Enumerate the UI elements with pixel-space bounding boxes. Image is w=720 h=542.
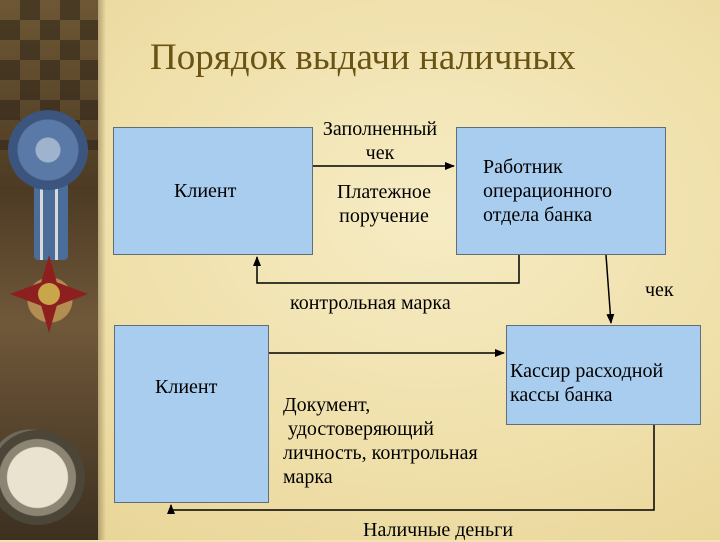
bank-employee-box: Работник операционного отдела банка	[456, 127, 666, 255]
id-document-label: Документ, удостоверяющий личность, контр…	[283, 394, 478, 488]
cash-label: Наличные деньги	[363, 519, 514, 541]
client-box-top: Клиент	[113, 127, 313, 255]
cashier-box: Кассир расходной кассы банка	[506, 325, 701, 425]
client-box-top-label: Клиент	[174, 180, 237, 202]
panel-shadow	[98, 0, 106, 540]
cashier-box-label: Кассир расходной кассы банка	[510, 360, 664, 406]
arrow-cashier-to-client	[167, 425, 655, 514]
bank-employee-box-label: Работник операционного отдела банка	[483, 156, 612, 226]
decorative-side-panel	[0, 0, 98, 540]
client-box-bottom-label: Клиент	[155, 376, 218, 398]
arrow-employee-to-client	[253, 255, 520, 284]
filled-check-label: Заполненный чек	[322, 118, 438, 164]
medal-center-decoration	[38, 283, 60, 305]
slide-title: Порядок выдачи наличных	[150, 37, 576, 78]
client-box-bottom: Клиент	[114, 325, 269, 503]
rosette-decoration	[8, 110, 88, 190]
arrow-employee-to-cashier	[605, 254, 615, 324]
compass-decoration	[0, 430, 85, 525]
control-stamp-label: контрольная марка	[290, 292, 451, 314]
check-label: чек	[645, 279, 674, 301]
payment-order-label: Платежное поручение	[336, 181, 432, 227]
